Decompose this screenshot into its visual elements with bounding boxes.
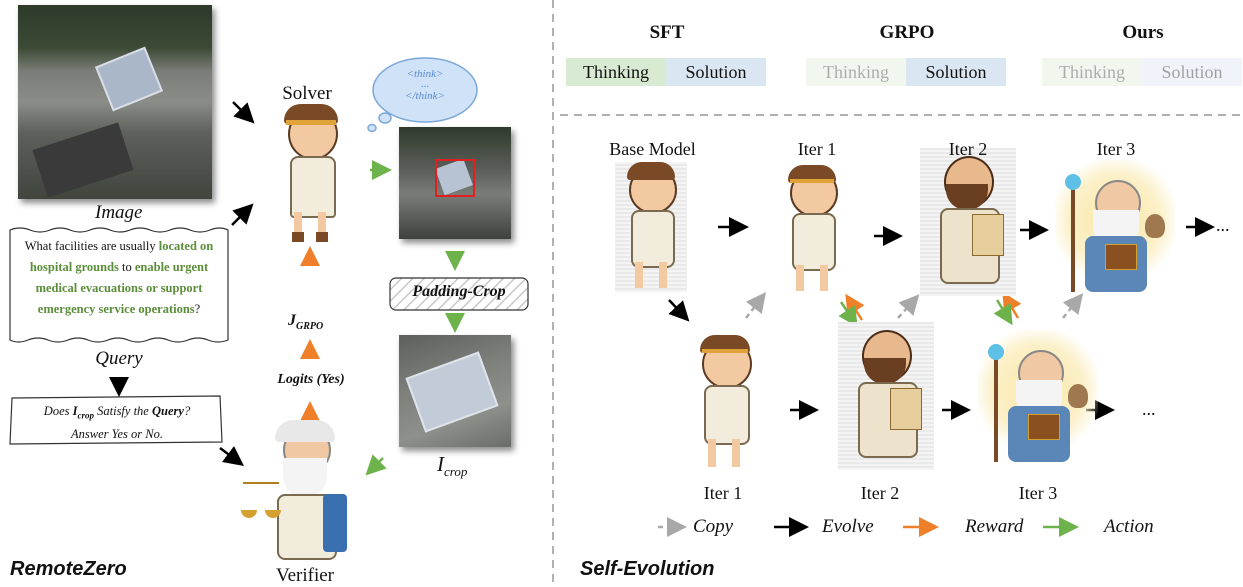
check-query: Query [151,404,184,418]
query-plain: What facilities are usually [24,239,159,253]
top-iter3-character-icon [1055,160,1175,295]
think-cloud [367,57,478,133]
check-q1: Does [43,404,70,418]
arrow-query-solver [231,203,254,226]
icrop-label: Icrop [437,452,468,480]
top-iter2-character-icon [920,148,1016,296]
crop-highlight-box [435,159,475,197]
parking-lot [32,122,134,198]
thinking-pill: Thinking [566,58,666,86]
thinking-pill: Thinking [1042,58,1142,86]
crop-image [399,127,511,239]
top-label-base: Base Model [609,139,696,159]
base-model-character-icon [615,162,687,292]
legend-evolve: Evolve [822,516,874,537]
arrow-icrop-verifier [365,454,387,476]
method-title: SFT [649,22,685,43]
top-ellipsis: ... [1216,215,1230,235]
bottom-label-iter2: Iter 2 [860,483,900,503]
solution-pill: Solution [906,58,1006,86]
logits-label: Logits (Yes) [277,372,345,387]
check-box [9,395,223,445]
legend-action: Action [1104,516,1154,537]
bottom-iter2-character-icon [838,322,934,470]
think-close: </think> [405,90,445,102]
check-q2: Satisfy the [97,404,149,418]
query-label: Query [95,348,143,369]
padding-crop-box [389,277,529,311]
think-dots: ... [420,78,430,90]
top-label-iter1: Iter 1 [797,139,837,159]
padding-crop-label: Padding-Crop [412,283,506,300]
think-open: <think> [406,68,444,80]
top-iter1-character-icon [772,165,862,295]
query-plain: ? [194,302,201,316]
query-highlight: enable urgent medical evacuations or sup… [35,260,209,316]
self-evolution-title: Self-Evolution [580,558,715,580]
check-question: Does Icrop Satisfy the Query? Answer Yes… [14,402,220,443]
legend-reward: Reward [965,516,1024,537]
satellite-image [18,5,212,199]
arrow-image-solver [232,101,255,124]
image-label: Image [95,202,143,223]
verifier-label: Verifier [275,565,335,586]
arrow-check-verifier [219,446,244,466]
verifier-character-icon [241,420,363,565]
bottom-ellipsis: ... [1142,399,1156,419]
query-text: What facilities are usually located on h… [16,236,222,320]
method-title: GRPO [879,22,935,43]
bottom-iter1-character-icon [680,335,776,475]
remotezero-title: RemoteZero [10,558,127,580]
query-box [9,227,229,343]
scales-icon [243,482,279,528]
bottom-label-iter1: Iter 1 [703,483,743,503]
legend-copy: Copy [693,516,734,537]
solution-pill: Solution [666,58,766,86]
solver-character-icon [260,104,362,248]
query-highlight: located on hospital grounds [29,239,214,274]
check-icrop: Icrop [72,404,94,421]
check-q3: ? [183,404,191,418]
query-plain: to [118,260,135,274]
icrop-image [399,335,511,447]
jgrpo-label: JGRPO [288,312,324,333]
bottom-iter3-character-icon [978,330,1098,465]
solver-label: Solver [282,83,332,104]
method-title: Ours [1122,22,1164,43]
thinking-pill: Thinking [806,58,906,86]
bottom-label-iter3: Iter 3 [1018,483,1058,503]
solution-pill: Solution [1142,58,1242,86]
top-label-iter3: Iter 3 [1096,139,1136,159]
top-label-iter2: Iter 2 [948,139,988,159]
check-q4: Answer Yes or No. [71,426,163,441]
building-roof [94,46,164,112]
